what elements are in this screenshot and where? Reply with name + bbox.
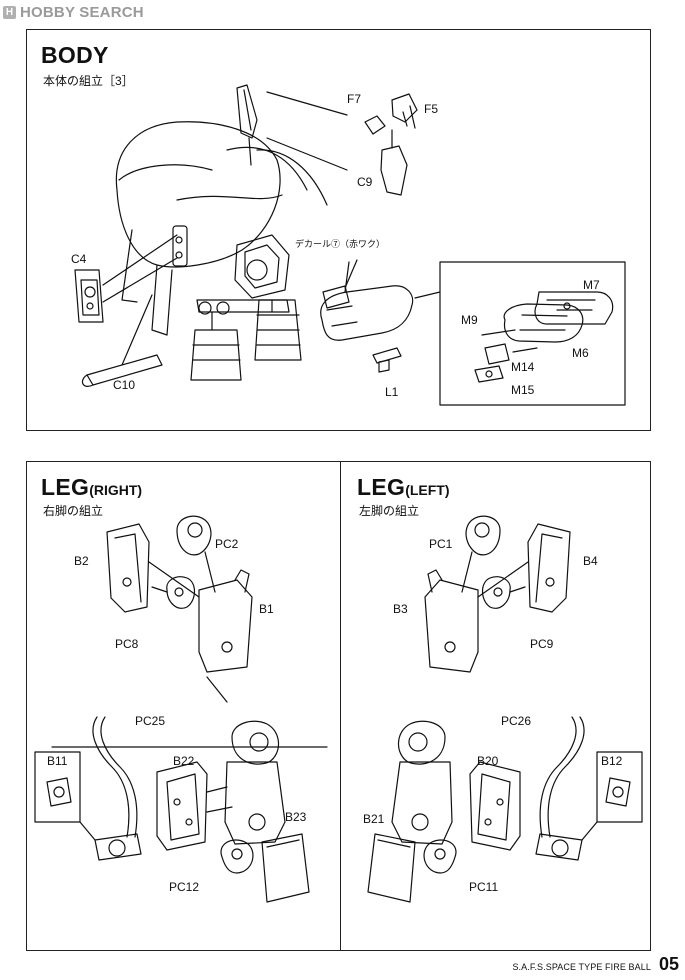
part-label-pc9: PC9: [530, 637, 554, 651]
part-label-m7: M7: [583, 278, 600, 292]
product-name: S.A.F.S.SPACE TYPE FIRE BALL: [512, 962, 651, 972]
part-label-b12: B12: [601, 754, 623, 768]
part-label-l1: L1: [385, 385, 399, 399]
part-label-pc25: PC25: [135, 714, 166, 728]
leg-left-title: LEG(LEFT): [357, 474, 450, 501]
part-label-pc2: PC2: [215, 537, 239, 551]
part-label-b4: B4: [583, 554, 598, 568]
part-label-pc26: PC26: [501, 714, 532, 728]
part-label-b22: B22: [173, 754, 195, 768]
watermark: H HOBBY SEARCH: [3, 4, 144, 21]
part-label-pc12: PC12: [169, 880, 200, 894]
page-number: 05: [658, 954, 679, 974]
part-label-pc11: PC11: [469, 880, 499, 894]
part-label-m15: M15: [511, 383, 535, 397]
part-label-b3: B3: [393, 602, 408, 616]
page-footer: S.A.F.S.SPACE TYPE FIRE BALL 05: [512, 954, 679, 975]
part-label-f5: F5: [424, 102, 439, 116]
part-label-b23: B23: [285, 810, 307, 824]
part-label-m6: M6: [572, 346, 589, 360]
leg-left-title-main: LEG: [357, 474, 406, 500]
leg-left-title-suffix: (LEFT): [405, 482, 450, 498]
part-label-m9: M9: [461, 313, 478, 327]
part-label-b20: B20: [477, 754, 499, 768]
part-label-b1: B1: [259, 602, 274, 616]
part-label-b21: B21: [363, 812, 385, 826]
body-subtitle: 本体の組立［3］: [43, 74, 134, 88]
part-label-pc1: PC1: [429, 537, 453, 551]
part-label-b2: B2: [74, 554, 89, 568]
part-label-b11: B11: [47, 754, 68, 768]
leg-right-title-suffix: (RIGHT): [89, 482, 143, 498]
panel-divider: [340, 462, 341, 950]
part-label-pc8: PC8: [115, 637, 139, 651]
legs-assembly-illustration: [34, 515, 643, 903]
watermark-text: HOBBY SEARCH: [20, 4, 144, 21]
hobby-search-logo-icon: H: [3, 6, 16, 19]
leg-left-subtitle: 左脚の組立: [359, 504, 420, 518]
leg-right-title: LEG(RIGHT): [41, 474, 142, 501]
leg-right-title-main: LEG: [41, 474, 90, 500]
body-assembly-panel: BODY 本体の組立［3］: [26, 29, 651, 431]
part-label-c9: C9: [357, 175, 373, 189]
part-label-m14: M14: [511, 360, 535, 374]
part-label-f7: F7: [347, 92, 362, 106]
part-label-c4: C4: [71, 252, 87, 266]
body-assembly-illustration: [74, 84, 626, 406]
leg-right-subtitle: 右脚の組立: [43, 504, 104, 518]
legs-assembly-panel: LEG(RIGHT) 右脚の組立 LEG(LEFT) 左脚の組立: [26, 461, 651, 951]
decal-note-label: デカール⑦（赤ワク）: [295, 239, 386, 249]
part-label-c10: C10: [113, 378, 136, 392]
body-title: BODY: [41, 42, 109, 68]
